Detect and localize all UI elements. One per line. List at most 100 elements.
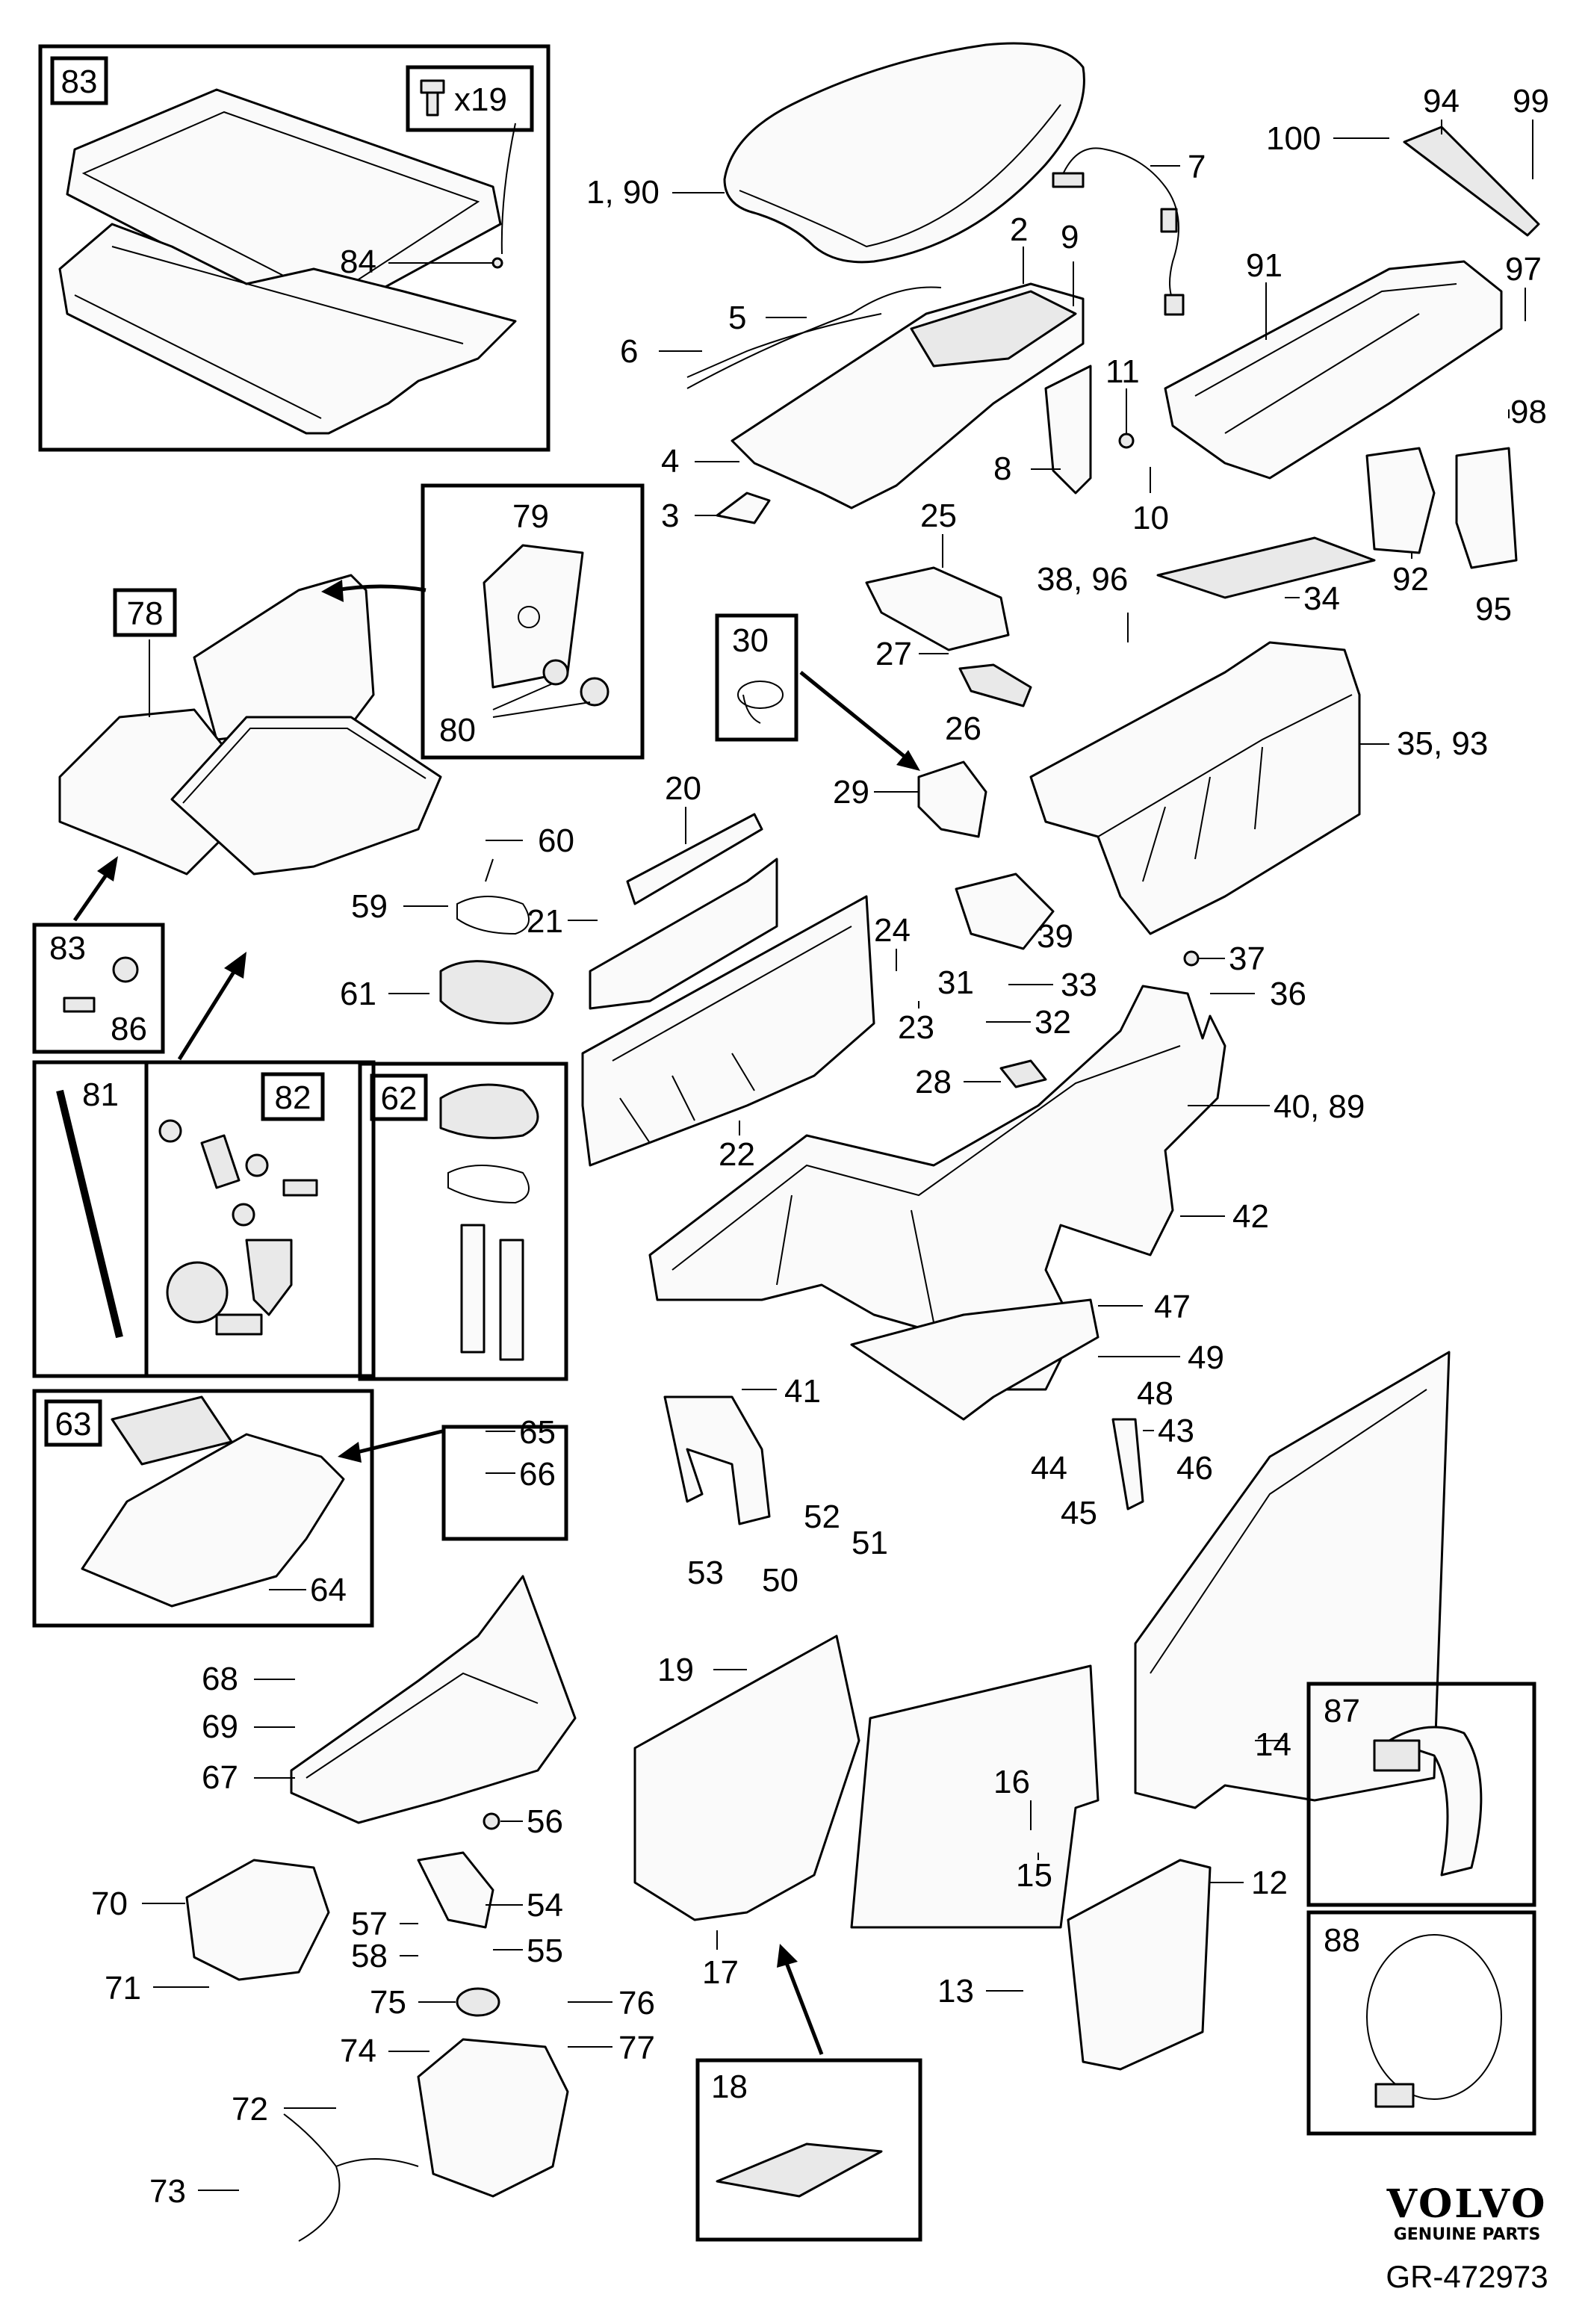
label-69: 69	[202, 1708, 238, 1745]
lid-base	[58, 223, 517, 435]
label-61: 61	[340, 976, 376, 1012]
inset-79-80: 79 80	[421, 483, 645, 760]
label-52: 52	[804, 1499, 840, 1535]
trim-strip-94: 94 99 100	[1266, 83, 1549, 237]
side-trim-14: 14	[1134, 1351, 1451, 1809]
screw-icon	[420, 79, 445, 117]
label-32: 32	[1035, 1004, 1071, 1041]
label-22: 22	[719, 1136, 755, 1173]
module-70: 70 71	[91, 1859, 330, 2007]
label-10: 10	[1132, 500, 1169, 536]
label-14: 14	[1255, 1726, 1291, 1763]
side-trim-17: 17 19 16 15	[633, 1634, 1099, 1991]
label-88: 88	[1324, 1922, 1360, 1959]
label-70: 70	[91, 1885, 128, 1922]
label-41: 41	[784, 1373, 821, 1410]
label-95: 95	[1475, 591, 1512, 628]
label-56: 56	[527, 1803, 563, 1840]
wiring-7: 7	[1052, 147, 1206, 316]
label-30: 30	[732, 622, 769, 659]
label-81: 81	[82, 1076, 119, 1113]
screw-quantity: x19	[454, 81, 507, 118]
main-frame-40: 40, 89 42 47 49 48 41	[648, 985, 1365, 1421]
label-15: 15	[1016, 1857, 1052, 1894]
label-75: 75	[370, 1984, 406, 2021]
label-64: 64	[310, 1572, 347, 1608]
diagram-code: GR-472973	[1386, 2259, 1548, 2294]
label-45: 45	[1061, 1495, 1097, 1531]
label-99: 99	[1513, 83, 1549, 120]
label-44: 44	[1031, 1450, 1067, 1487]
label-40-89: 40, 89	[1274, 1088, 1365, 1125]
label-34: 34	[1303, 580, 1340, 617]
label-87: 87	[1324, 1693, 1360, 1729]
label-97: 97	[1505, 251, 1542, 288]
label-92: 92	[1392, 561, 1429, 598]
cup-module-74: 75 74 76 77 72 73	[149, 1984, 655, 2242]
label-55: 55	[527, 1933, 563, 1969]
label-66: 66	[519, 1456, 556, 1493]
label-18: 18	[711, 2069, 748, 2105]
label-73: 73	[149, 2173, 186, 2210]
label-8: 8	[993, 450, 1011, 487]
label-47: 47	[1154, 1289, 1191, 1325]
label-78: 78	[127, 595, 164, 632]
label-24: 24	[874, 912, 911, 949]
label-1-90: 1, 90	[586, 174, 660, 211]
label-79: 79	[512, 498, 549, 535]
label-7: 7	[1188, 149, 1206, 185]
mat-34: 34	[1156, 536, 1376, 617]
armrest-assembly-78: 78	[58, 574, 442, 876]
small-parts-middle: 24 23 31 39 33 32 28 37 36	[874, 873, 1306, 1100]
label-94: 94	[1423, 83, 1460, 120]
label-60: 60	[538, 822, 574, 859]
label-37: 37	[1229, 941, 1265, 977]
volvo-wordmark: VOLVO	[1386, 2181, 1548, 2227]
label-21: 21	[527, 903, 563, 940]
parts-92-95: 92 95	[1365, 447, 1518, 628]
label-27: 27	[875, 636, 912, 672]
bracket-43: 43 44 45 46	[1031, 1413, 1213, 1531]
label-33: 33	[1061, 967, 1097, 1003]
label-2: 2	[1010, 211, 1028, 248]
label-17: 17	[702, 1954, 739, 1991]
label-28: 28	[915, 1064, 952, 1100]
inset-81-82: 81 82	[32, 952, 376, 1378]
label-65: 65	[519, 1414, 556, 1451]
label-36: 36	[1270, 976, 1306, 1012]
bracket-29: 29	[833, 760, 987, 838]
label-13: 13	[937, 1973, 974, 2010]
label-83b: 83	[49, 930, 86, 967]
label-98: 98	[1510, 394, 1547, 430]
inset-87: 87	[1306, 1682, 1536, 1907]
inset-83-86: 83 86	[32, 856, 165, 1054]
label-91: 91	[1246, 247, 1283, 284]
label-3: 3	[661, 498, 679, 534]
inset-63: 63 64 65 66	[32, 1389, 568, 1628]
label-16: 16	[993, 1764, 1030, 1800]
label-50: 50	[762, 1562, 798, 1599]
label-72: 72	[232, 2091, 268, 2128]
label-42: 42	[1232, 1198, 1269, 1235]
label-100: 100	[1266, 120, 1321, 157]
storage-tray: 2 5 6 4 3 8 9 11 10	[620, 211, 1169, 536]
label-57: 57	[351, 1906, 388, 1942]
bezel-67: 68 69 67	[202, 1575, 577, 1824]
side-panels: 20 21 22	[527, 770, 875, 1173]
label-25: 25	[920, 498, 957, 534]
label-59: 59	[351, 888, 388, 925]
label-29: 29	[833, 774, 869, 811]
label-19: 19	[657, 1652, 694, 1688]
inset-armrest-lid: 83 x19 84	[38, 44, 550, 452]
label-67: 67	[202, 1759, 238, 1796]
label-46: 46	[1176, 1450, 1213, 1487]
label-58: 58	[351, 1938, 388, 1974]
label-26: 26	[945, 710, 981, 747]
label-77: 77	[618, 2030, 655, 2066]
label-86: 86	[111, 1011, 147, 1047]
genuine-parts: GENUINE PARTS	[1394, 2225, 1541, 2244]
pocket-12: 12 13	[937, 1859, 1288, 2071]
label-51: 51	[852, 1525, 888, 1561]
